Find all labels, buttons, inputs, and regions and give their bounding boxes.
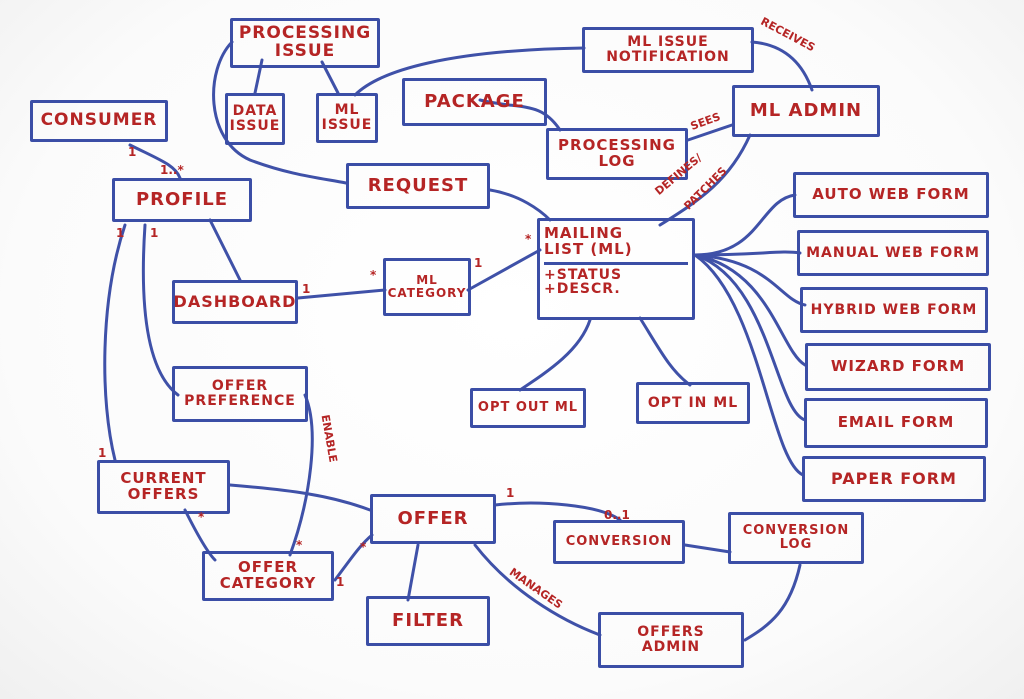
ml-issue-notification-label-line1: ML ISSUE <box>627 34 709 51</box>
hybrid-web-form-box: HYBRID WEB FORM <box>800 287 988 333</box>
conversion-log-label-line1: CONVERSION <box>742 523 850 539</box>
request-label: REQUEST <box>367 174 469 196</box>
mult-ml-star: * <box>525 232 532 246</box>
conversion-log-box: CONVERSION LOG <box>728 512 864 564</box>
offer-category-label-line1: OFFER <box>237 558 299 577</box>
mult-consumer-profile-top: 1 <box>128 145 137 159</box>
offer-label: OFFER <box>397 507 469 529</box>
ml-category-box: ML CATEGORY <box>383 258 471 316</box>
request-box: REQUEST <box>346 163 490 209</box>
offers-admin-box: OFFERS ADMIN <box>598 612 744 668</box>
ml-issue-notification-label-line2: NOTIFICATION <box>606 49 730 65</box>
data-issue-box: DATA ISSUE <box>225 93 285 145</box>
offers-admin-label-line1: OFFERS <box>637 624 705 641</box>
package-box: PACKAGE <box>402 78 547 126</box>
mailing-list-box: MAILING LIST (ML) +STATUS +DESCR. <box>537 218 695 320</box>
profile-box: PROFILE <box>112 178 252 222</box>
processing-issue-label-line1: PROCESSING <box>238 23 372 44</box>
opt-out-ml-box: OPT OUT ML <box>470 388 586 428</box>
mult-consumer-profile-many: 1..* <box>160 163 184 177</box>
mailing-list-attr-descr: +DESCR. <box>544 281 621 298</box>
auto-web-form-label: AUTO WEB FORM <box>812 185 970 204</box>
opt-out-ml-label: OPT OUT ML <box>477 400 579 416</box>
consumer-box: CONSUMER <box>30 100 168 142</box>
offer-preference-label-line1: OFFER <box>211 378 269 395</box>
offer-category-box: OFFER CATEGORY <box>202 551 334 601</box>
auto-web-form-box: AUTO WEB FORM <box>793 172 989 218</box>
paper-form-box: PAPER FORM <box>802 456 986 502</box>
wizard-form-label: WIZARD FORM <box>830 357 966 376</box>
dashboard-label: DASHBOARD <box>173 291 297 311</box>
offer-category-label-line2: CATEGORY <box>219 574 317 592</box>
manual-web-form-label: MANUAL WEB FORM <box>806 244 980 261</box>
ml-issue-label-line2: ISSUE <box>321 117 373 133</box>
consumer-label: CONSUMER <box>40 110 158 131</box>
profile-label: PROFILE <box>135 188 229 210</box>
ml-category-label-line1: ML <box>416 273 438 288</box>
mult-offer-category-star: * <box>296 538 303 552</box>
processing-log-label-line2: LOG <box>598 152 636 170</box>
conversion-label: CONVERSION <box>565 534 673 550</box>
wizard-form-box: WIZARD FORM <box>805 343 991 391</box>
dashboard-box: DASHBOARD <box>172 280 298 324</box>
ml-issue-label-line1: ML <box>334 102 360 119</box>
processing-issue-label-line2: ISSUE <box>274 41 336 61</box>
mult-profile-left-2: 1 <box>150 226 159 240</box>
offer-box: OFFER <box>370 494 496 544</box>
mailing-list-divider <box>544 261 688 265</box>
mult-dashboard: 1 <box>302 282 311 296</box>
data-issue-label-line2: ISSUE <box>229 118 281 134</box>
ml-category-label-line2: CATEGORY <box>387 286 467 300</box>
ml-issue-notification-box: ML ISSUE NOTIFICATION <box>582 27 754 73</box>
mult-current-offers-1: 1 <box>98 446 107 460</box>
opt-in-ml-box: OPT IN ML <box>636 382 750 424</box>
conversion-box: CONVERSION <box>553 520 685 564</box>
mailing-list-attr-status: +STATUS <box>544 266 623 283</box>
manual-web-form-box: MANUAL WEB FORM <box>797 230 989 276</box>
processing-log-box: PROCESSING LOG <box>546 128 688 180</box>
mult-offer-category-1: 1 <box>336 575 345 589</box>
mult-conversion-01: 0..1 <box>604 508 630 522</box>
ml-admin-box: ML ADMIN <box>732 85 880 137</box>
mult-current-offers-star: * <box>198 510 205 524</box>
filter-box: FILTER <box>366 596 490 646</box>
mult-offer-star: * <box>360 540 367 554</box>
current-offers-label-line2: OFFERS <box>127 485 200 503</box>
email-form-box: EMAIL FORM <box>804 398 988 448</box>
ml-issue-box: ML ISSUE <box>316 93 378 143</box>
mult-profile-left-1: 1 <box>116 226 125 240</box>
mult-offer-1: 1 <box>506 486 515 500</box>
filter-label: FILTER <box>392 609 464 631</box>
mailing-list-label-line2: LIST (ML) <box>544 239 633 258</box>
paper-form-label: PAPER FORM <box>831 468 957 488</box>
package-label: PACKAGE <box>424 90 525 112</box>
opt-in-ml-label: OPT IN ML <box>647 394 739 411</box>
mult-ml-category-1: 1 <box>474 256 483 270</box>
offers-admin-label-line2: ADMIN <box>641 639 701 655</box>
mailing-list-label-line1: MAILING <box>544 224 624 242</box>
email-form-label: EMAIL FORM <box>837 413 955 432</box>
conversion-log-label-line2: LOG <box>779 537 813 552</box>
processing-issue-box: PROCESSING ISSUE <box>230 18 380 68</box>
ml-admin-label: ML ADMIN <box>749 99 863 121</box>
offer-preference-box: OFFER PREFERENCE <box>172 366 308 422</box>
current-offers-box: CURRENT OFFERS <box>97 460 230 514</box>
mult-ml-category-star: * <box>370 268 377 282</box>
current-offers-label-line1: CURRENT <box>120 469 207 488</box>
hybrid-web-form-label: HYBRID WEB FORM <box>810 301 978 318</box>
offer-preference-label-line2: PREFERENCE <box>184 393 296 409</box>
processing-log-label-line1: PROCESSING <box>558 136 676 155</box>
data-issue-label-line1: DATA <box>232 103 278 120</box>
